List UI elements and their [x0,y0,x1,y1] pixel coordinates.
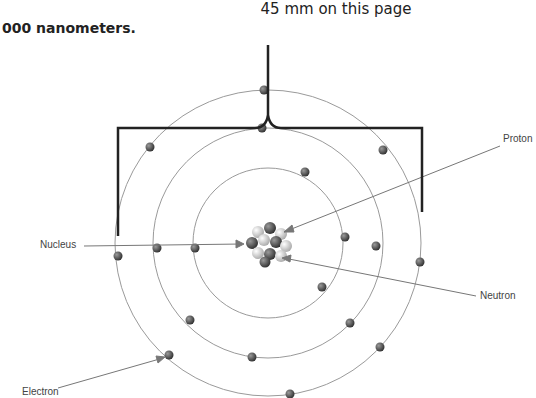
part-label: Nucleus [40,239,76,250]
part-label: Neutron [480,290,516,301]
electrons [114,86,425,398]
part-label: Electron [22,386,59,397]
part-label: Proton [503,133,532,144]
leader-lines [58,146,500,388]
dimension-label: 45 mm on this page [261,0,412,18]
nucleus-cluster [246,222,292,268]
scale-note: 000 nanometers. [2,20,136,36]
electron-shells [115,90,421,396]
dimension-bracket [118,45,422,236]
